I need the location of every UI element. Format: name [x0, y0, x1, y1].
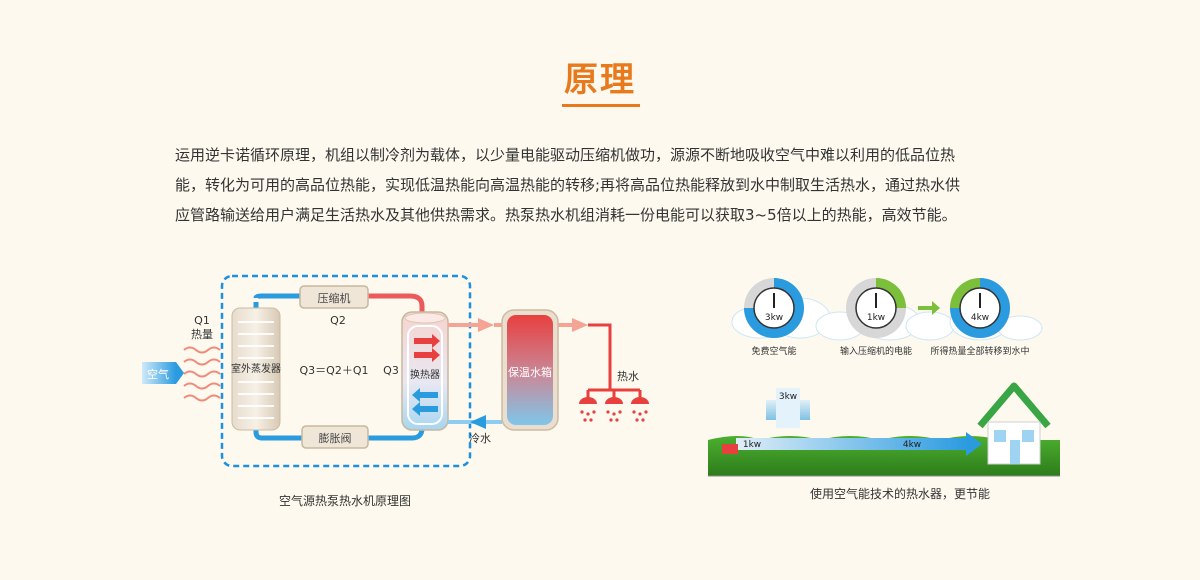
unit-boundary-frame	[220, 274, 472, 468]
outdoor-evaporator: 室外蒸发器	[231, 307, 281, 431]
q2-label: Q2	[330, 314, 346, 327]
hot-water-label: 热水	[617, 370, 639, 383]
energy-pipe	[736, 438, 968, 450]
title-underline	[562, 104, 640, 107]
hot-water-arrow-2	[572, 318, 588, 332]
expansion-valve-box	[301, 425, 369, 449]
gauge-value: 4kw	[971, 313, 989, 323]
compressor-box	[299, 285, 369, 309]
heat-exchanger: 换热器	[401, 311, 449, 431]
heat-arrow-in-1	[414, 334, 440, 348]
intro-paragraph: 运用逆卡诺循环原理，机组以制冷剂为载体，以少量电能驱动压缩机做功，源源不断地吸收…	[175, 140, 1035, 230]
compressor-unit-icon	[722, 444, 738, 454]
gauge-value: 1kw	[867, 313, 885, 323]
cold-arrow-out-1	[412, 388, 438, 402]
hot-water-arrow-1	[478, 318, 494, 332]
intro-line-2: 能，转化为可用的高品位热能，实现低温热能向高温热能的转移;再将高品位热能释放到水…	[175, 176, 961, 194]
cold-water-label: 冷水	[469, 432, 491, 445]
energy-saving-diagram: 3kw 免费空气能 1kw 输入压缩机的电能 4kw 所得热量全部转移到水中 3…	[708, 278, 1060, 501]
gauge-electric-input: 1kw 输入压缩机的电能	[840, 278, 912, 357]
right-diagram-caption: 使用空气能技术的热水器，更节能	[810, 486, 990, 501]
heat-pump-principle-diagram: 压缩机 Q2 膨胀阀 室外蒸发器 Q3＝Q2＋Q1 Q3	[142, 274, 649, 508]
heat-arrow-in-2	[414, 348, 440, 362]
cold-water-arrow	[470, 415, 486, 429]
shower-heads	[579, 397, 649, 422]
gauge-total-heat: 4kw 所得热量全部转移到水中	[930, 278, 1030, 357]
q3-label: Q3	[383, 364, 399, 377]
q1-label: Q1	[194, 314, 210, 327]
gauge-caption: 所得热量全部转移到水中	[930, 345, 1029, 357]
shower-pipes	[586, 323, 642, 400]
heat-waves	[183, 346, 221, 402]
refrigerant-pipe-top-left	[253, 293, 300, 300]
air-label: 空气	[147, 367, 169, 381]
air-inlet-box	[142, 362, 176, 384]
gauge-caption: 输入压缩机的电能	[840, 345, 912, 357]
refrigerant-pipe-bottom-left	[253, 424, 302, 441]
refrigerant-pipe-top-right	[368, 293, 425, 316]
pipe-start-label: 1kw	[743, 440, 761, 450]
expansion-valve-label: 膨胀阀	[319, 431, 352, 445]
cold-arrow-out-2	[412, 402, 438, 416]
section-title: 原理	[564, 60, 636, 100]
pipe-end-label: 4kw	[903, 440, 921, 450]
gauge-free-air-energy: 3kw 免费空气能	[744, 278, 804, 357]
energy-pipe-arrow	[966, 432, 982, 456]
compressor-label: 压缩机	[318, 291, 351, 305]
air-input-label: 3kw	[779, 392, 797, 402]
gauge-value: 3kw	[765, 313, 783, 323]
tank-label: 保温水箱	[508, 365, 552, 379]
evaporator-label: 室外蒸发器	[231, 362, 281, 375]
air-arrow	[176, 362, 184, 384]
exchanger-label: 换热器	[410, 368, 440, 381]
intro-line-3: 应管路输送给用户满足生活热水及其他供热需求。热泵热水机组消耗一份电能可以获取3~…	[175, 206, 957, 224]
insulated-water-tank: 保温水箱	[501, 309, 559, 431]
gauge-caption: 免费空气能	[751, 345, 796, 357]
left-diagram-caption: 空气源热泵热水机原理图	[279, 493, 411, 508]
heat-label: 热量	[191, 328, 213, 341]
air-input-box	[776, 388, 800, 428]
gauge-arrow	[918, 301, 940, 315]
energy-equation: Q3＝Q2＋Q1	[300, 364, 369, 377]
intro-line-1: 运用逆卡诺循环原理，机组以制冷剂为载体，以少量电能驱动压缩机做功，源源不断地吸收…	[175, 146, 956, 164]
house-icon	[977, 382, 1051, 465]
